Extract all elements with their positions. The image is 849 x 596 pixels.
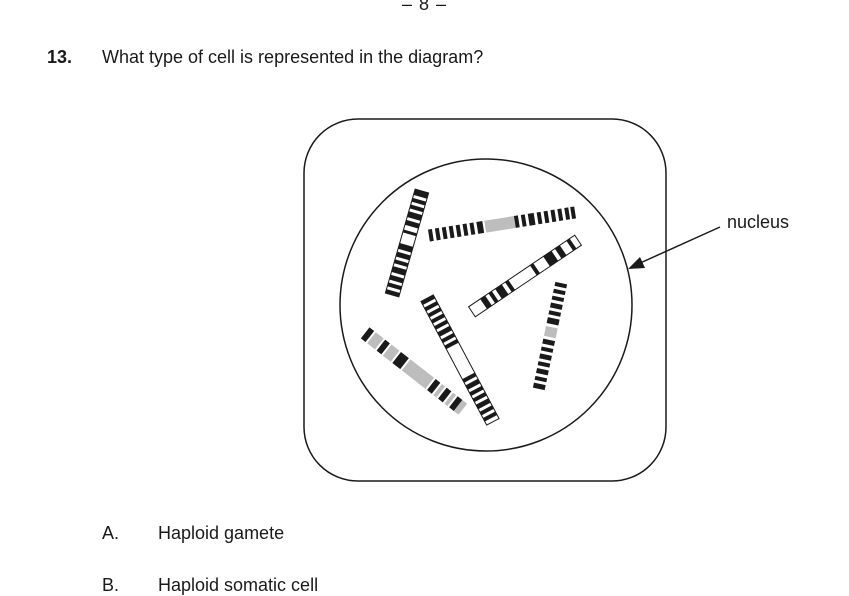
chromosome-4 [532,281,568,391]
cell-membrane [303,118,667,482]
chromosome-6 [360,327,468,415]
option-letter: A. [102,523,120,543]
option-text: Haploid somatic cell [158,575,319,595]
chromosome-2 [427,206,577,242]
option-letter: B. [102,575,120,595]
chromosome-1 [384,188,430,298]
question: 13. What type of cell is represented in … [47,47,483,68]
option-text: Haploid gamete [158,523,285,543]
nucleus [339,158,633,452]
option-a[interactable]: A. Haploid gamete [102,523,284,544]
page-number: – 8 – [401,0,448,14]
question-number: 13. [47,47,73,67]
chromosome-5 [420,294,500,426]
option-b[interactable]: B. Haploid somatic cell [102,575,318,596]
question-text: What type of cell is represented in the … [102,47,484,67]
nucleus-arrow [628,226,721,269]
nucleus-label: nucleus [727,212,790,232]
chromosome-3 [467,234,583,318]
